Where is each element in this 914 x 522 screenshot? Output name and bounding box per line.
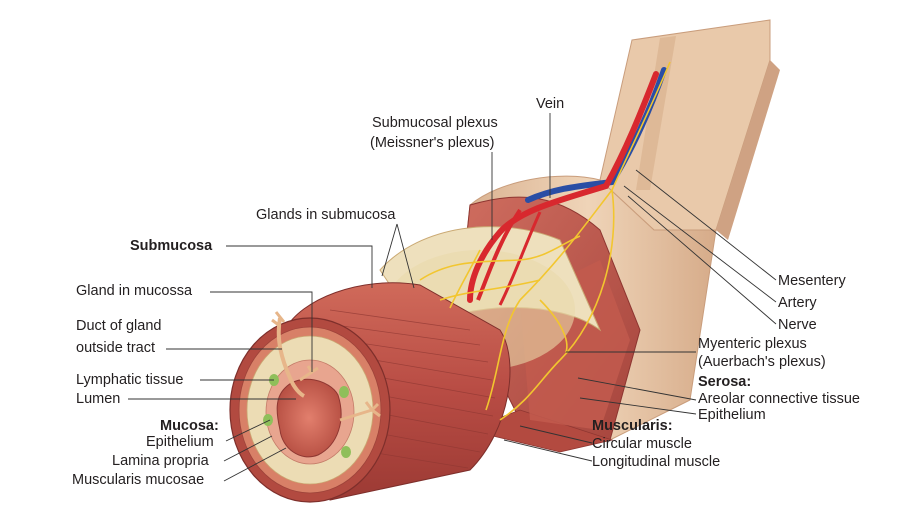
cross-section [229,311,391,503]
label-mesentery: Mesentery [778,273,846,289]
label-longitudinal-muscle: Longitudinal muscle [592,454,720,470]
artery-vessel [467,71,659,303]
label-glands-in-submucosa: Glands in submucosa [256,207,396,223]
gland-duct [276,317,306,398]
label-submucosa: Submucosa [130,238,213,254]
label-vein: Vein [536,96,564,112]
nerve-plexus [419,61,671,421]
label-myenteric-plexus-alt: (Auerbach's plexus) [698,354,826,370]
label-serosa-epithelium: Epithelium [698,407,766,423]
label-muscularis-mucosae: Muscularis mucosae [72,472,204,488]
label-lymphatic-tissue: Lymphatic tissue [76,372,183,388]
label-artery: Artery [778,295,817,311]
label-myenteric-plexus: Myenteric plexus [698,336,807,352]
labels: Vein Submucosal plexus (Meissner's plexu… [72,96,860,488]
label-submucosal-plexus: Submucosal plexus [372,115,498,131]
label-lumen: Lumen [76,391,120,407]
label-muscularis: Muscularis: [592,418,673,434]
lymph-nodule [339,386,349,398]
gland-in-mucosa [299,365,319,382]
label-mucosa-epithelium: Epithelium [146,434,214,450]
lymph-nodule [341,446,351,458]
leader-lines [128,113,777,482]
label-outside-tract: outside tract [76,340,155,356]
lymph-nodule [263,414,273,426]
label-duct-of-gland: Duct of gland [76,318,161,334]
label-serosa: Serosa: [698,374,751,390]
label-nerve: Nerve [778,317,817,333]
gland-in-submucosa [339,401,381,422]
label-circular-muscle: Circular muscle [592,436,692,452]
label-submucosal-plexus-alt: (Meissner's plexus) [370,135,494,151]
label-areolar-connective-tissue: Areolar connective tissue [698,391,860,407]
label-lamina-propria: Lamina propria [112,453,210,469]
label-mucosa: Mucosa: [160,418,219,434]
label-gland-in-mucossa: Gland in mucossa [76,283,193,299]
